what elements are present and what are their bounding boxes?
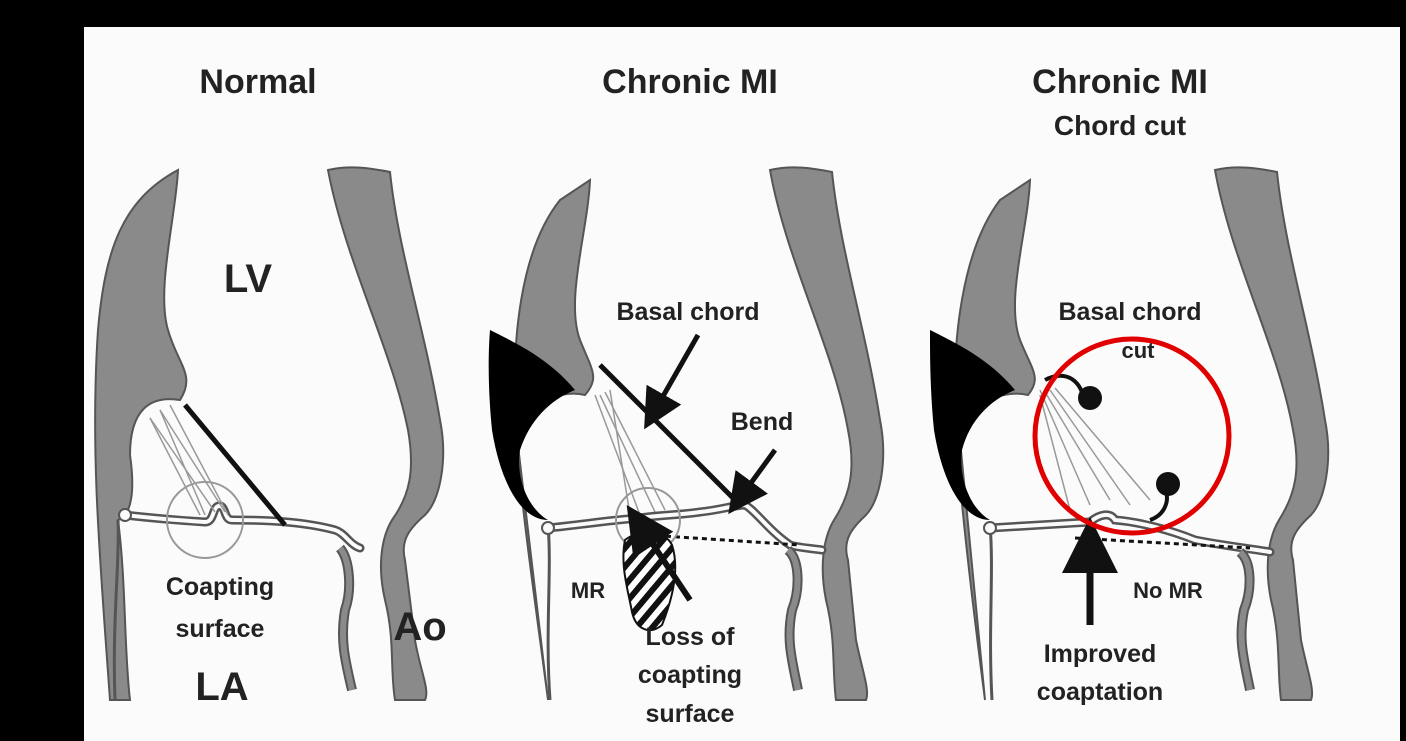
panel-subtitle-chord-cut: Chord cut xyxy=(1054,110,1186,141)
label-mr: MR xyxy=(571,578,605,603)
label-basal-cut-2: cut xyxy=(1122,338,1156,363)
cut-chord-end-upper xyxy=(1078,386,1102,410)
label-loss-2: coapting xyxy=(638,661,742,689)
label-ao: Ao xyxy=(393,605,446,649)
panel-title-chord-cut: Chronic MI xyxy=(1032,63,1208,101)
label-loss-1: Loss of xyxy=(646,623,736,651)
label-basal-chord: Basal chord xyxy=(616,298,759,326)
label-coapting-1: Coapting xyxy=(166,573,274,601)
label-improved-2: coaptation xyxy=(1037,678,1163,706)
label-coapting-2: surface xyxy=(176,615,265,643)
label-bend: Bend xyxy=(731,408,794,436)
label-basal-cut-1: Basal chord xyxy=(1058,298,1201,326)
label-improved-1: Improved xyxy=(1044,640,1157,668)
panel-title-chronic-mi: Chronic MI xyxy=(602,63,778,101)
label-la: LA xyxy=(195,665,248,709)
panel-title-normal: Normal xyxy=(199,63,316,101)
label-loss-3: surface xyxy=(646,700,735,728)
figure-background xyxy=(84,27,1400,741)
cut-chord-end-lower xyxy=(1156,472,1180,496)
label-lv: LV xyxy=(224,257,272,301)
label-no-mr: No MR xyxy=(1133,578,1203,603)
